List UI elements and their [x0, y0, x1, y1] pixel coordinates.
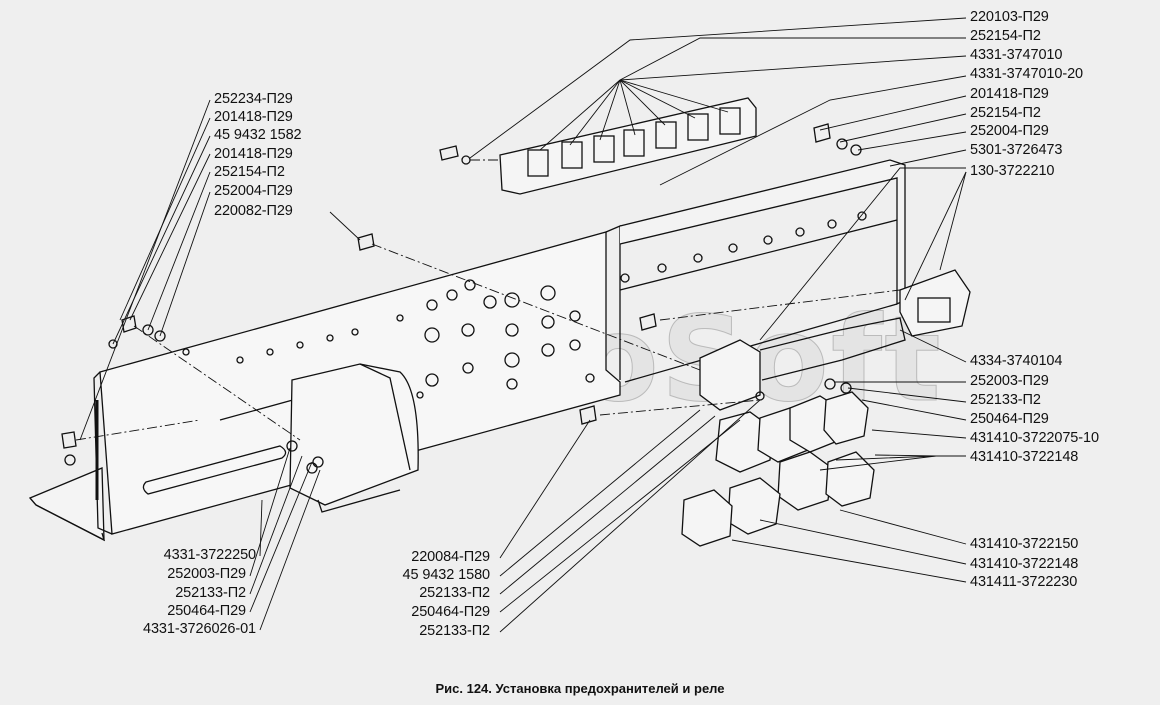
part-label: 45 9432 1580 [402, 567, 491, 583]
part-label: 201418-П29 [214, 109, 293, 125]
part-label: 4331-3747010 [970, 47, 1063, 63]
part-label: 252133-П2 [970, 392, 1041, 408]
part-label: 220084-П29 [411, 549, 490, 565]
part-label: 250464-П29 [411, 604, 490, 620]
bolts [61, 123, 862, 474]
cover-box [289, 363, 419, 506]
part-label: 201418-П29 [214, 146, 293, 162]
fuse-block [499, 97, 757, 195]
figure-caption: Рис. 124. Установка предохранителей и ре… [435, 681, 725, 696]
part-label: 252154-П2 [214, 164, 285, 180]
part-label: 252003-П29 [167, 566, 246, 582]
part-label: 431411-3722230 [970, 574, 1078, 590]
part-label: 252004-П29 [970, 123, 1049, 139]
part-label: 431410-3722148 [970, 449, 1079, 465]
part-label: 4334-3740104 [970, 353, 1063, 369]
panel-holes [182, 279, 595, 399]
relay-cluster [681, 391, 875, 547]
part-label: 431410-3722150 [970, 536, 1079, 552]
rail-bolts [620, 211, 867, 283]
part-label: 252003-П29 [970, 373, 1049, 389]
part-label: 431410-3722148 [970, 556, 1079, 572]
part-label: 4331-3722250 [163, 547, 256, 563]
part-label: 252234-П29 [214, 91, 293, 107]
part-label: 5301-3726473 [970, 142, 1063, 158]
top-rail [619, 159, 906, 306]
part-label: 220103-П29 [970, 9, 1049, 25]
part-label: 252154-П2 [970, 28, 1041, 44]
part-label: 250464-П29 [167, 603, 246, 619]
relay-mount [699, 339, 761, 411]
part-label: 250464-П29 [970, 411, 1049, 427]
part-label: 252133-П2 [175, 585, 246, 601]
part-label: 4331-3726026-01 [143, 621, 256, 637]
part-label: 252154-П2 [970, 105, 1041, 121]
part-label: 252133-П2 [419, 623, 490, 639]
leader-lines [79, 17, 967, 633]
part-label: 4331-3747010-20 [970, 66, 1083, 82]
part-label: 130-3722210 [970, 163, 1055, 179]
base-plate [28, 467, 105, 542]
part-label: 252133-П2 [419, 585, 490, 601]
part-label: 431410-3722075-10 [970, 430, 1099, 446]
relay-block-right [899, 269, 971, 337]
part-label: 252004-П29 [214, 183, 293, 199]
part-label: 201418-П29 [970, 86, 1049, 102]
part-label: 45 9432 1582 [214, 127, 302, 143]
part-label: 220082-П29 [214, 203, 293, 219]
